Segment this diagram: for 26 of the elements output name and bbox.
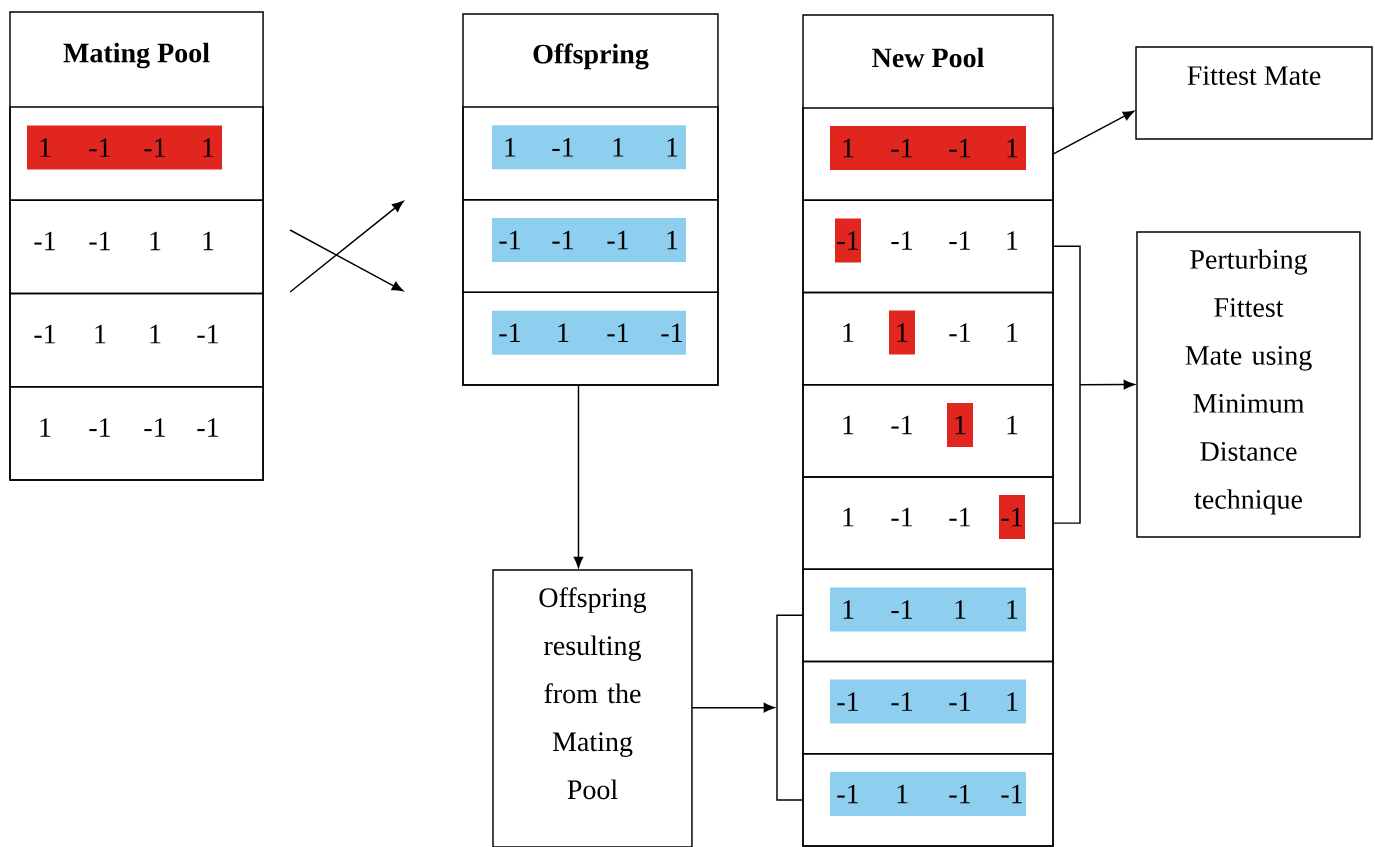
table-row: -1 1 -1 -1 bbox=[462, 291, 719, 386]
arrow bbox=[1052, 110, 1135, 155]
arrow bbox=[573, 384, 584, 568]
table-row: 1 -1 1 1 bbox=[462, 106, 719, 201]
arrow bbox=[691, 702, 775, 713]
process-box: Offspring resulting from the Mating Pool bbox=[492, 569, 693, 847]
bracket bbox=[776, 614, 804, 801]
table-row: -1 1 -1 -1 bbox=[802, 753, 1054, 847]
table-row: -1 -1 -1 1 bbox=[802, 199, 1054, 294]
table-row: 1 -1 -1 -1 bbox=[802, 476, 1054, 570]
table-row: -1 -1 -1 1 bbox=[462, 198, 719, 294]
bracket bbox=[1052, 245, 1081, 524]
table-row: 1 -1 1 1 bbox=[802, 384, 1054, 478]
table-row: 1 -1 1 1 bbox=[802, 568, 1054, 663]
process-box: Fittest Mate bbox=[1135, 46, 1373, 140]
table-row: -1 1 1 -1 bbox=[9, 292, 264, 388]
process-box: Perturbing Fittest Mate using Minimum Distance technique bbox=[1136, 231, 1361, 538]
table-row: 1 -1 -1 1 bbox=[9, 106, 264, 201]
table-row: 1 -1 -1 1 bbox=[802, 107, 1054, 201]
table-row: -1 -1 1 1 bbox=[9, 199, 264, 295]
arrow bbox=[289, 201, 404, 293]
arrow bbox=[289, 229, 404, 292]
table-row: 1 1 -1 1 bbox=[802, 291, 1054, 386]
arrow bbox=[1079, 379, 1135, 390]
table-row: 1 -1 -1 -1 bbox=[9, 386, 264, 481]
table-row: -1 -1 -1 1 bbox=[802, 660, 1054, 755]
